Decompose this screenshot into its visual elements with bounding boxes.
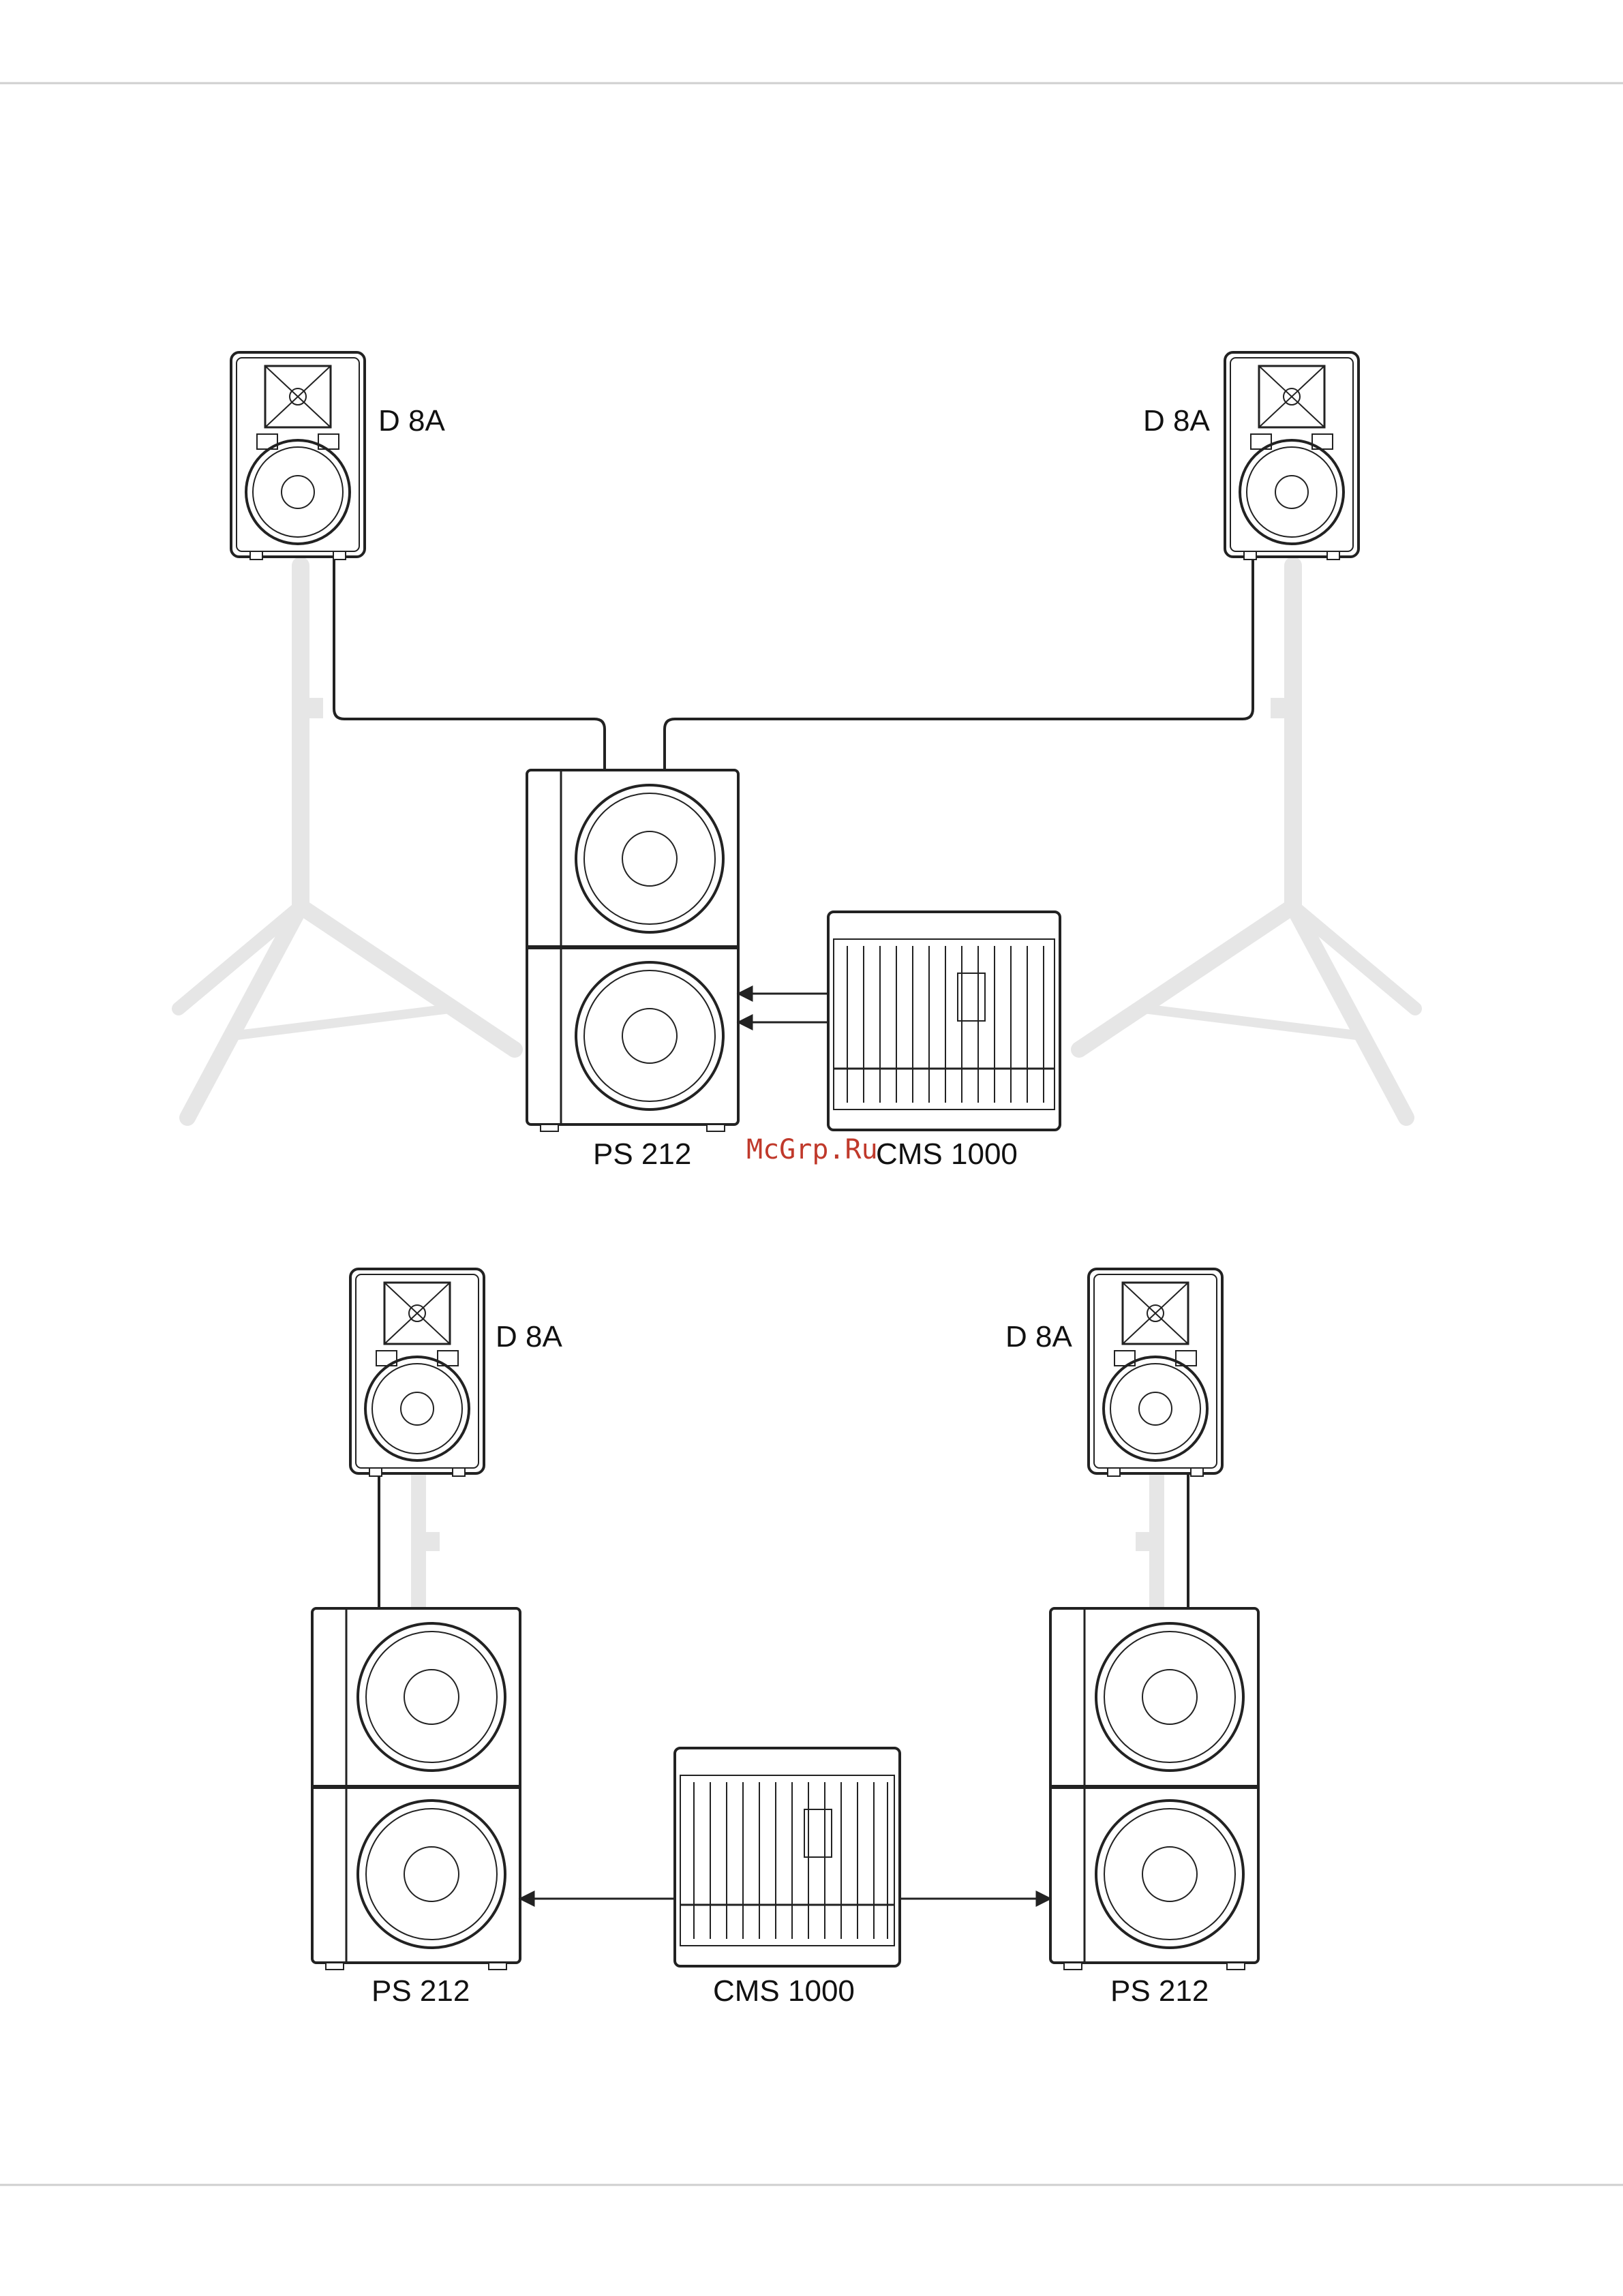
ps212-subwoofer [527, 770, 738, 1131]
d8a-speaker-left [231, 352, 365, 560]
label-ps212: PS 212 [593, 1137, 691, 1171]
watermark: McGrp.Ru [746, 1134, 878, 1165]
pole-mount-left [411, 1472, 440, 1608]
ps212-subwoofer-left [312, 1608, 520, 1970]
label-d8a-right: D 8A [1143, 404, 1210, 438]
label-ps212-right: PS 212 [1110, 1974, 1209, 2008]
diagram-1: D 8A D 8A PS 212 CMS 1000 [179, 352, 1415, 1171]
label-d8a-right-2: D 8A [1005, 1320, 1072, 1353]
label-cms1000: CMS 1000 [876, 1137, 1018, 1171]
label-d8a-left: D 8A [378, 404, 445, 438]
cable-sub-to-right-speaker [665, 555, 1253, 770]
pole-mount-right [1136, 1472, 1164, 1608]
cable-sub-to-left-speaker [334, 555, 605, 770]
label-d8a-left-2: D 8A [496, 1320, 562, 1353]
d8a-speaker-right-2 [1089, 1269, 1222, 1476]
d8a-speaker-left-2 [350, 1269, 484, 1476]
label-cms1000-2: CMS 1000 [713, 1974, 855, 2008]
diagram-2: D 8A D 8A PS 212 CMS 1000 PS 212 [312, 1269, 1258, 2008]
cms1000-mixer-2 [675, 1748, 900, 1966]
d8a-speaker-right [1225, 352, 1359, 560]
tripod-stand-right [1079, 566, 1415, 1118]
tripod-stand-left [179, 566, 515, 1118]
cms1000-mixer [828, 912, 1060, 1130]
label-ps212-left: PS 212 [371, 1974, 470, 2008]
ps212-subwoofer-right [1050, 1608, 1258, 1970]
